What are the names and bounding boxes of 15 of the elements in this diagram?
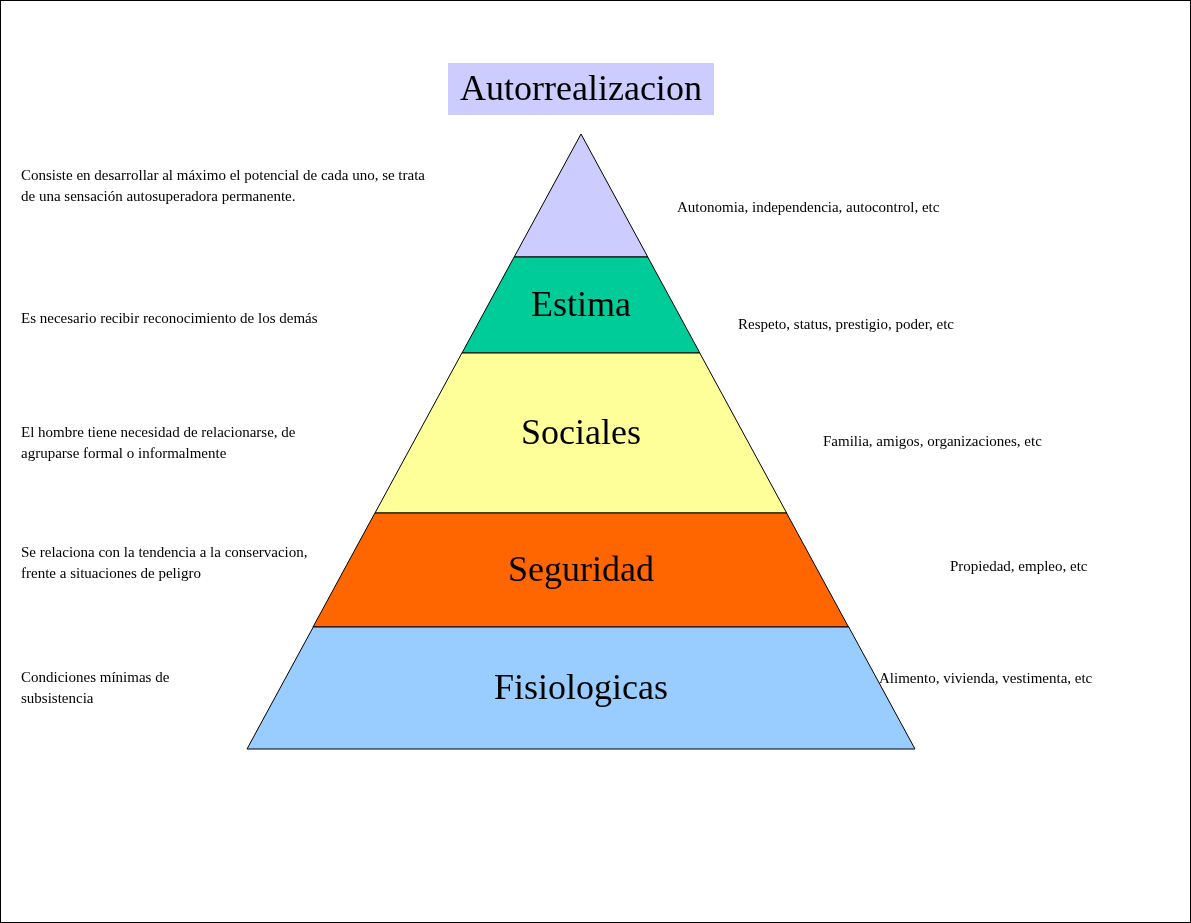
level-title-label: Autorrealizacion xyxy=(448,63,714,115)
level-title: Estima xyxy=(531,285,631,325)
examples-text: Respeto, status, prestigio, poder, etc xyxy=(738,315,955,334)
description-text: Consiste en desarrollar al máximo el potencial de cada uno, se trata de una sensación autosuperadora permanente. xyxy=(21,166,426,206)
description-text: Condiciones mínimas de subsistencia xyxy=(21,668,171,708)
description-text: Se relaciona con la tendencia a la conservacion, frente a situaciones de peligro xyxy=(21,543,309,583)
level-title: Sociales xyxy=(521,413,641,453)
level-title: Seguridad xyxy=(508,550,654,590)
level-title: Fisiologicas xyxy=(494,668,668,708)
description-text: Es necesario recibir reconocimiento de los demás xyxy=(21,309,318,328)
examples-text: Alimento, vivienda, vestimenta, etc xyxy=(879,669,1093,688)
description-text: El hombre tiene necesidad de relacionarse, de agruparse formal o informalmente xyxy=(21,423,297,463)
examples-text: Familia, amigos, organizaciones, etc xyxy=(823,432,1042,451)
examples-text: Propiedad, empleo, etc xyxy=(950,557,1088,576)
examples-text: Autonomia, independencia, autocontrol, etc xyxy=(677,198,940,217)
